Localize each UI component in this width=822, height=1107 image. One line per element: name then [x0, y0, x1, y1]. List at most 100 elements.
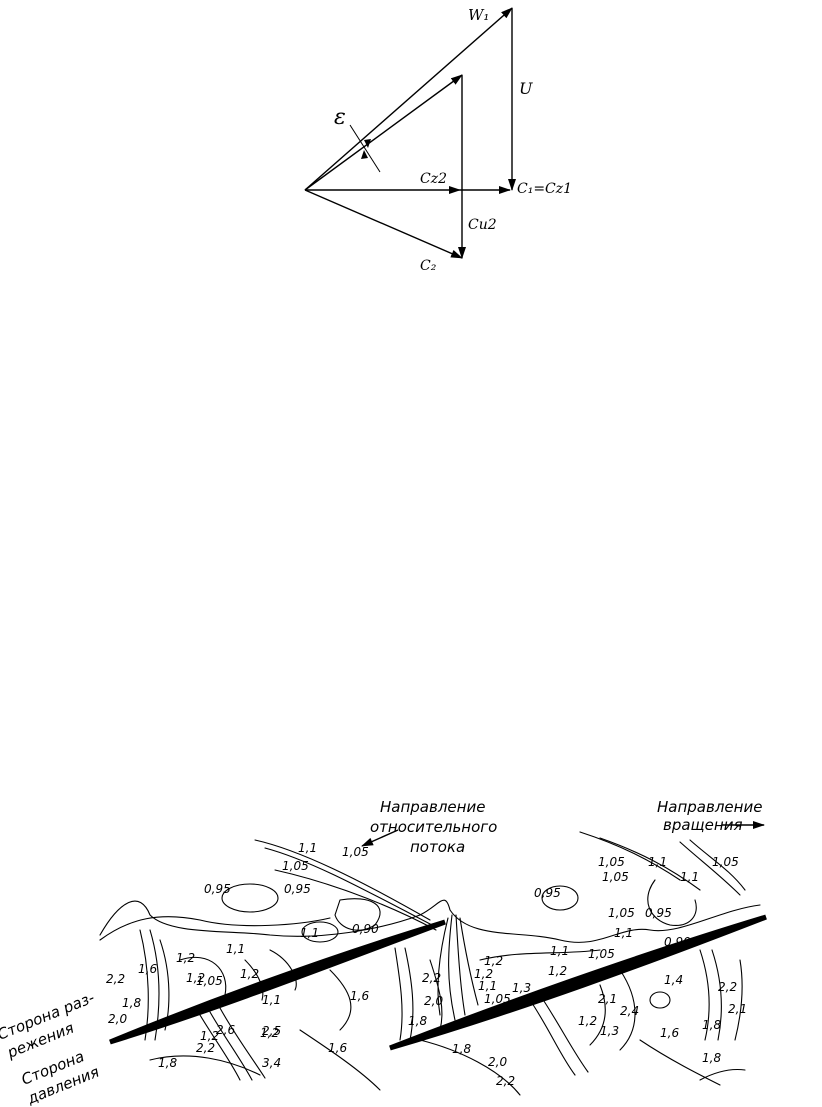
- contour-line: [579, 831, 681, 881]
- contour-value-label: 1,3: [512, 981, 531, 995]
- contour-value-label: 1,05: [602, 870, 629, 884]
- contour-value-label: 0,90: [664, 935, 691, 949]
- w1-vector: [304, 7, 513, 191]
- contour-value-label: 1,1: [550, 944, 569, 958]
- contour-value-label: 2,1: [728, 1002, 747, 1016]
- contour-line: [419, 1039, 521, 1096]
- contour-value-label: 2,0: [108, 1012, 127, 1026]
- contour-value-label: 3,4: [262, 1056, 281, 1070]
- contour-value-label: 1,8: [702, 1018, 721, 1032]
- contour-value-label: 1,2: [578, 1014, 597, 1028]
- c2-vector: [304, 189, 463, 259]
- blade-cascade-map: Направление относительного потока Направ…: [0, 798, 767, 1107]
- contour-value-label: 1,8: [408, 1014, 427, 1028]
- contour-line: [689, 839, 746, 891]
- w2-vector: [304, 74, 463, 191]
- contour-value-label: 1,3: [600, 1024, 619, 1038]
- contour-value-label: 1,2: [484, 954, 503, 968]
- contour-line: [459, 917, 479, 1006]
- contour-value-label: 1,1: [262, 993, 281, 1007]
- contour-value-label: 2,0: [424, 994, 443, 1008]
- contour-line: [479, 949, 601, 961]
- contour-value-label: 1,4: [664, 973, 683, 987]
- contour-value-label: 2,1: [598, 992, 617, 1006]
- cz2-label: Cz2: [420, 171, 447, 187]
- blade-left: [109, 919, 446, 1045]
- contour-value-label: 2,2: [718, 980, 737, 994]
- contour-line: [589, 984, 606, 1046]
- contour-line: [244, 959, 264, 1001]
- contour-line: [159, 939, 170, 1031]
- contour-value-label: 1,05: [598, 855, 625, 869]
- rotation-caption-2: вращения: [663, 816, 743, 834]
- contour-value-label: 1,6: [328, 1041, 347, 1055]
- contour-loop: [649, 991, 671, 1009]
- cu2-label: Cu2: [468, 217, 497, 233]
- epsilon-indicator: [349, 124, 381, 173]
- epsilon-label: ε: [334, 105, 346, 130]
- contour-value-label: 2,2: [196, 1041, 215, 1055]
- contour-value-label: 1,05: [282, 859, 309, 873]
- epsilon-arrow-bottom: [361, 150, 368, 159]
- contour-value-label: 1,2: [240, 967, 259, 981]
- contour-value-label: 1,6: [350, 989, 369, 1003]
- contour-line: [199, 1014, 241, 1081]
- contour-line: [274, 869, 437, 931]
- contour-value-label: 1,8: [702, 1051, 721, 1065]
- epsilon-arrow-top: [364, 139, 371, 148]
- contour-line: [404, 947, 414, 1041]
- contour-line: [149, 929, 160, 1041]
- contour-loop: [541, 885, 579, 911]
- contour-value-label: 1,2: [474, 967, 493, 981]
- contour-value-label: 1,8: [452, 1042, 471, 1056]
- c1-cz1-label: C₁=Cz1: [517, 181, 572, 197]
- u-label: U: [519, 79, 533, 98]
- contour-value-label: 2,4: [620, 1004, 639, 1018]
- contour-value-label: 1,05: [196, 974, 223, 988]
- blade-right: [389, 914, 767, 1051]
- relative-flow-arrow: [361, 829, 399, 847]
- contour-line: [264, 847, 433, 926]
- contour-line: [329, 969, 352, 1031]
- contour-value-label: 0,95: [204, 882, 231, 896]
- contour-line: [99, 916, 331, 941]
- contour-loop: [221, 883, 279, 913]
- contour-line: [599, 837, 701, 891]
- contour-line: [219, 1007, 266, 1079]
- contour-loop: [334, 898, 381, 931]
- contour-value-label: 1,2: [176, 951, 195, 965]
- contour-line: [734, 959, 743, 1041]
- contour-line: [269, 949, 297, 991]
- contour-value-label: 1,1: [614, 926, 633, 940]
- contour-loop: [301, 921, 339, 943]
- contour-line: [209, 1011, 253, 1081]
- contour-value-label: 2,2: [422, 971, 441, 985]
- contour-value-label: 1,05: [342, 845, 369, 859]
- contour-value-label: 2,5: [262, 1024, 281, 1038]
- contour-value-label: 0,95: [534, 886, 561, 900]
- contour-line: [299, 1029, 381, 1091]
- contour-line: [539, 994, 589, 1073]
- contour-line: [455, 914, 466, 1016]
- contour-line: [437, 917, 449, 1016]
- contour-line: [139, 929, 149, 1041]
- contour-line: [394, 947, 403, 1041]
- contour-value-label: 1,1: [226, 942, 245, 956]
- contour-value-label: 1,2: [260, 1026, 279, 1040]
- contour-value-label: 1,6: [660, 1026, 679, 1040]
- contour-value-label: 0,95: [645, 906, 672, 920]
- contour-value-label: 2,6: [216, 1023, 235, 1037]
- contour-line: [529, 999, 576, 1076]
- contour-value-label: 1,2: [548, 964, 567, 978]
- relative-flow-caption-1: Направление: [380, 798, 485, 816]
- contour-line: [429, 959, 443, 1031]
- contour-value-label: 2,2: [496, 1074, 515, 1088]
- contour-value-label: 1,8: [158, 1056, 177, 1070]
- contour-value-label: 2,2: [106, 972, 125, 986]
- contour-value-label: 1,8: [122, 996, 141, 1010]
- contour-line: [711, 949, 722, 1041]
- contour-value-label: 1,6: [138, 962, 157, 976]
- contour-value-label: 1,1: [648, 855, 667, 869]
